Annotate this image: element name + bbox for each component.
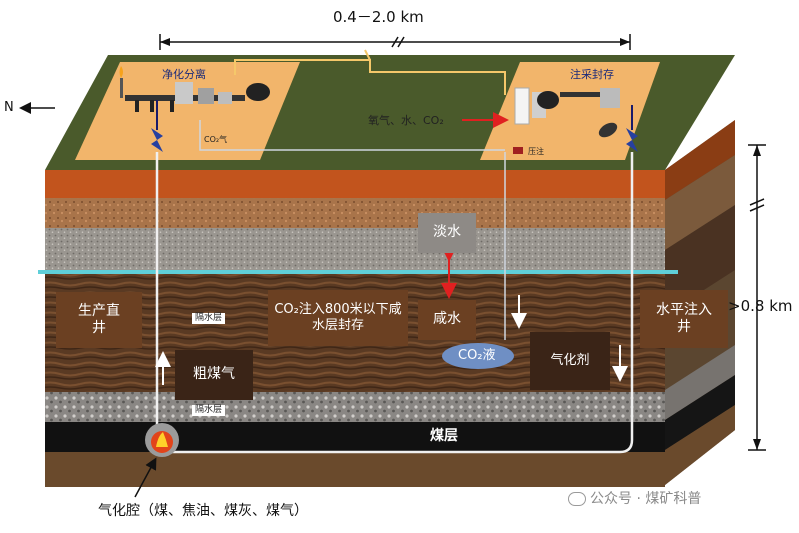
watermark-text: 公众号 · 煤矿科普 [590,491,702,507]
co2-gas-label: CO₂气 [204,135,228,144]
aquitard-upper-label: 隔水层 [192,313,226,324]
layer-gravel [45,228,665,270]
raw-gas-box: 粗煤气 [175,350,253,400]
watermark: 公众号 · 煤矿科普 [568,492,701,506]
left-plant-pad [75,62,300,160]
aquifer-line [38,270,678,274]
layer-sandstone [45,198,665,228]
freshwater-box: 淡水 [418,213,476,253]
right-plant-label: 注采封存 [570,68,614,81]
injection-well-pipe [170,152,634,454]
co2-injection-box: CO₂注入800米以下咸水层封存 [268,290,408,346]
left-plant-equipment [119,66,270,152]
saltwater-box: 咸水 [418,300,476,340]
co2-liquid-ellipse [442,343,514,369]
wechat-icon [568,492,586,506]
coal-seam-label: 煤层 [430,428,458,444]
co2-liquid-label: CO₂液 [458,348,496,363]
injection-well-box: 水平注入井 [640,290,728,348]
pressure-label: 压注 [528,147,544,156]
layer-aquitard-lower [45,392,665,422]
distance-label: 0.4－2.0 km [333,8,424,26]
left-plant-label: 净化分离 [162,68,206,81]
depth-label: >0.8 km [728,297,793,315]
right-plant-pad [480,62,660,160]
north-label: N [4,100,14,115]
layer-bottom [45,452,665,487]
gasification-cavity [145,423,179,457]
coal-seam [45,422,665,452]
production-well-box: 生产直井 [56,292,142,348]
gasifier-box: 气化剂 [530,332,610,390]
input-gases-label: 氧气、水、CO₂ [368,114,444,127]
aquitard-lower-label: 隔水层 [192,405,226,416]
layer-orange [45,170,665,198]
right-plant-equipment [513,87,638,154]
cavity-label: 气化腔（煤、焦油、煤灰、煤气） [98,503,308,519]
